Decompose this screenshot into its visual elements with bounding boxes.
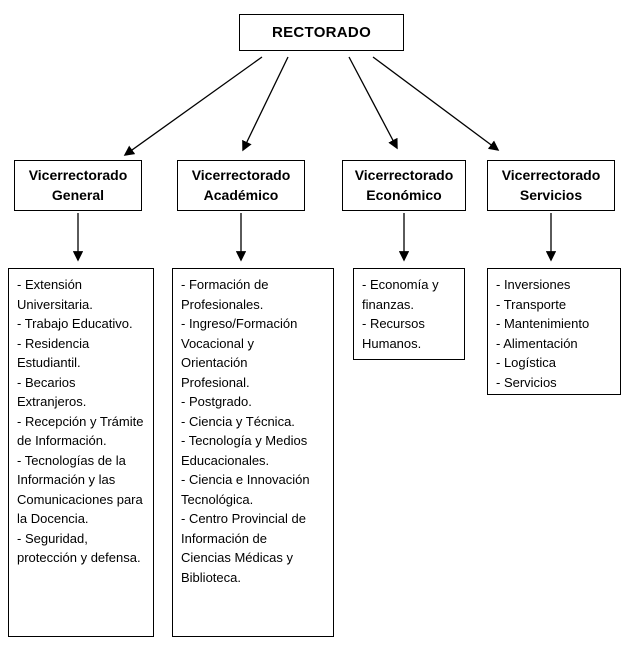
list-item: - Seguridad, protección y defensa. (17, 530, 141, 566)
list-item: - Mantenimiento (496, 316, 590, 331)
detail-list-general: - Extensión Universitaria. - Trabajo Educ… (8, 268, 154, 637)
list-item: - Trabajo Educativo. (17, 316, 133, 331)
list-item: - Postgrado. (181, 394, 252, 409)
list-item: - Recursos Humanos. (362, 316, 425, 351)
node-vicerrectorado-academico: Vicerrectorado Académico (177, 160, 305, 211)
list-item: - Ingreso/Formación Vocacional y Orienta… (181, 316, 298, 390)
list-item: - Becarios Extranjeros. (17, 374, 87, 410)
list-item: - Ciencia e Innovación Tecnológica. (181, 472, 310, 507)
arrow-root-to-economico (348, 56, 398, 150)
detail-list-academico: - Formación de Profesionales. - Ingreso/F… (172, 268, 334, 637)
list-item: - Recepción y Trámite de Información. (17, 413, 144, 449)
node-vicerrectorado-economico: Vicerrectorado Económico (342, 160, 466, 211)
node-title: Vicerrectorado Servicios (501, 166, 601, 203)
arrow-root-to-academico (242, 56, 289, 152)
node-title: Vicerrectorado Académico (191, 166, 291, 203)
list-item: - Servicios (496, 374, 557, 390)
detail-list-economico: - Economía y finanzas. - Recursos Humanos… (353, 268, 465, 360)
root-node-rectorado: RECTORADO (239, 14, 404, 51)
list-item: - Alimentación (496, 335, 578, 351)
detail-list-servicios: - Inversiones - Transporte - Mantenimiento… (487, 268, 621, 395)
node-title: Vicerrectorado Económico (354, 166, 454, 203)
arrow-lines (72, 56, 557, 262)
root-node-label: RECTORADO (271, 24, 372, 41)
arrow-root-to-general (123, 56, 263, 156)
list-item: - Ciencia y Técnica. (181, 413, 295, 429)
list-item: - Logística (496, 355, 556, 370)
list-item: - Formación de Profesionales. (181, 277, 269, 312)
list-item: - Tecnología y Medios Educacionales. (181, 433, 308, 468)
list-item: - Tecnologías de la Información y las Co… (17, 452, 143, 527)
node-vicerrectorado-servicios: Vicerrectorado Servicios (487, 160, 615, 211)
list-item: - Extensión Universitaria. (17, 277, 93, 312)
list-item: - Centro Provincial de Información de Ci… (181, 511, 306, 585)
node-title: Vicerrectorado General (28, 166, 128, 203)
list-item: - Economía y finanzas. (362, 277, 439, 312)
node-vicerrectorado-general: Vicerrectorado General (14, 160, 142, 211)
arrow-root-to-servicios (372, 56, 500, 151)
list-item: - Transporte (496, 296, 567, 312)
list-item: - Inversiones (496, 277, 571, 292)
list-item: - Residencia Estudiantil. (17, 335, 90, 371)
